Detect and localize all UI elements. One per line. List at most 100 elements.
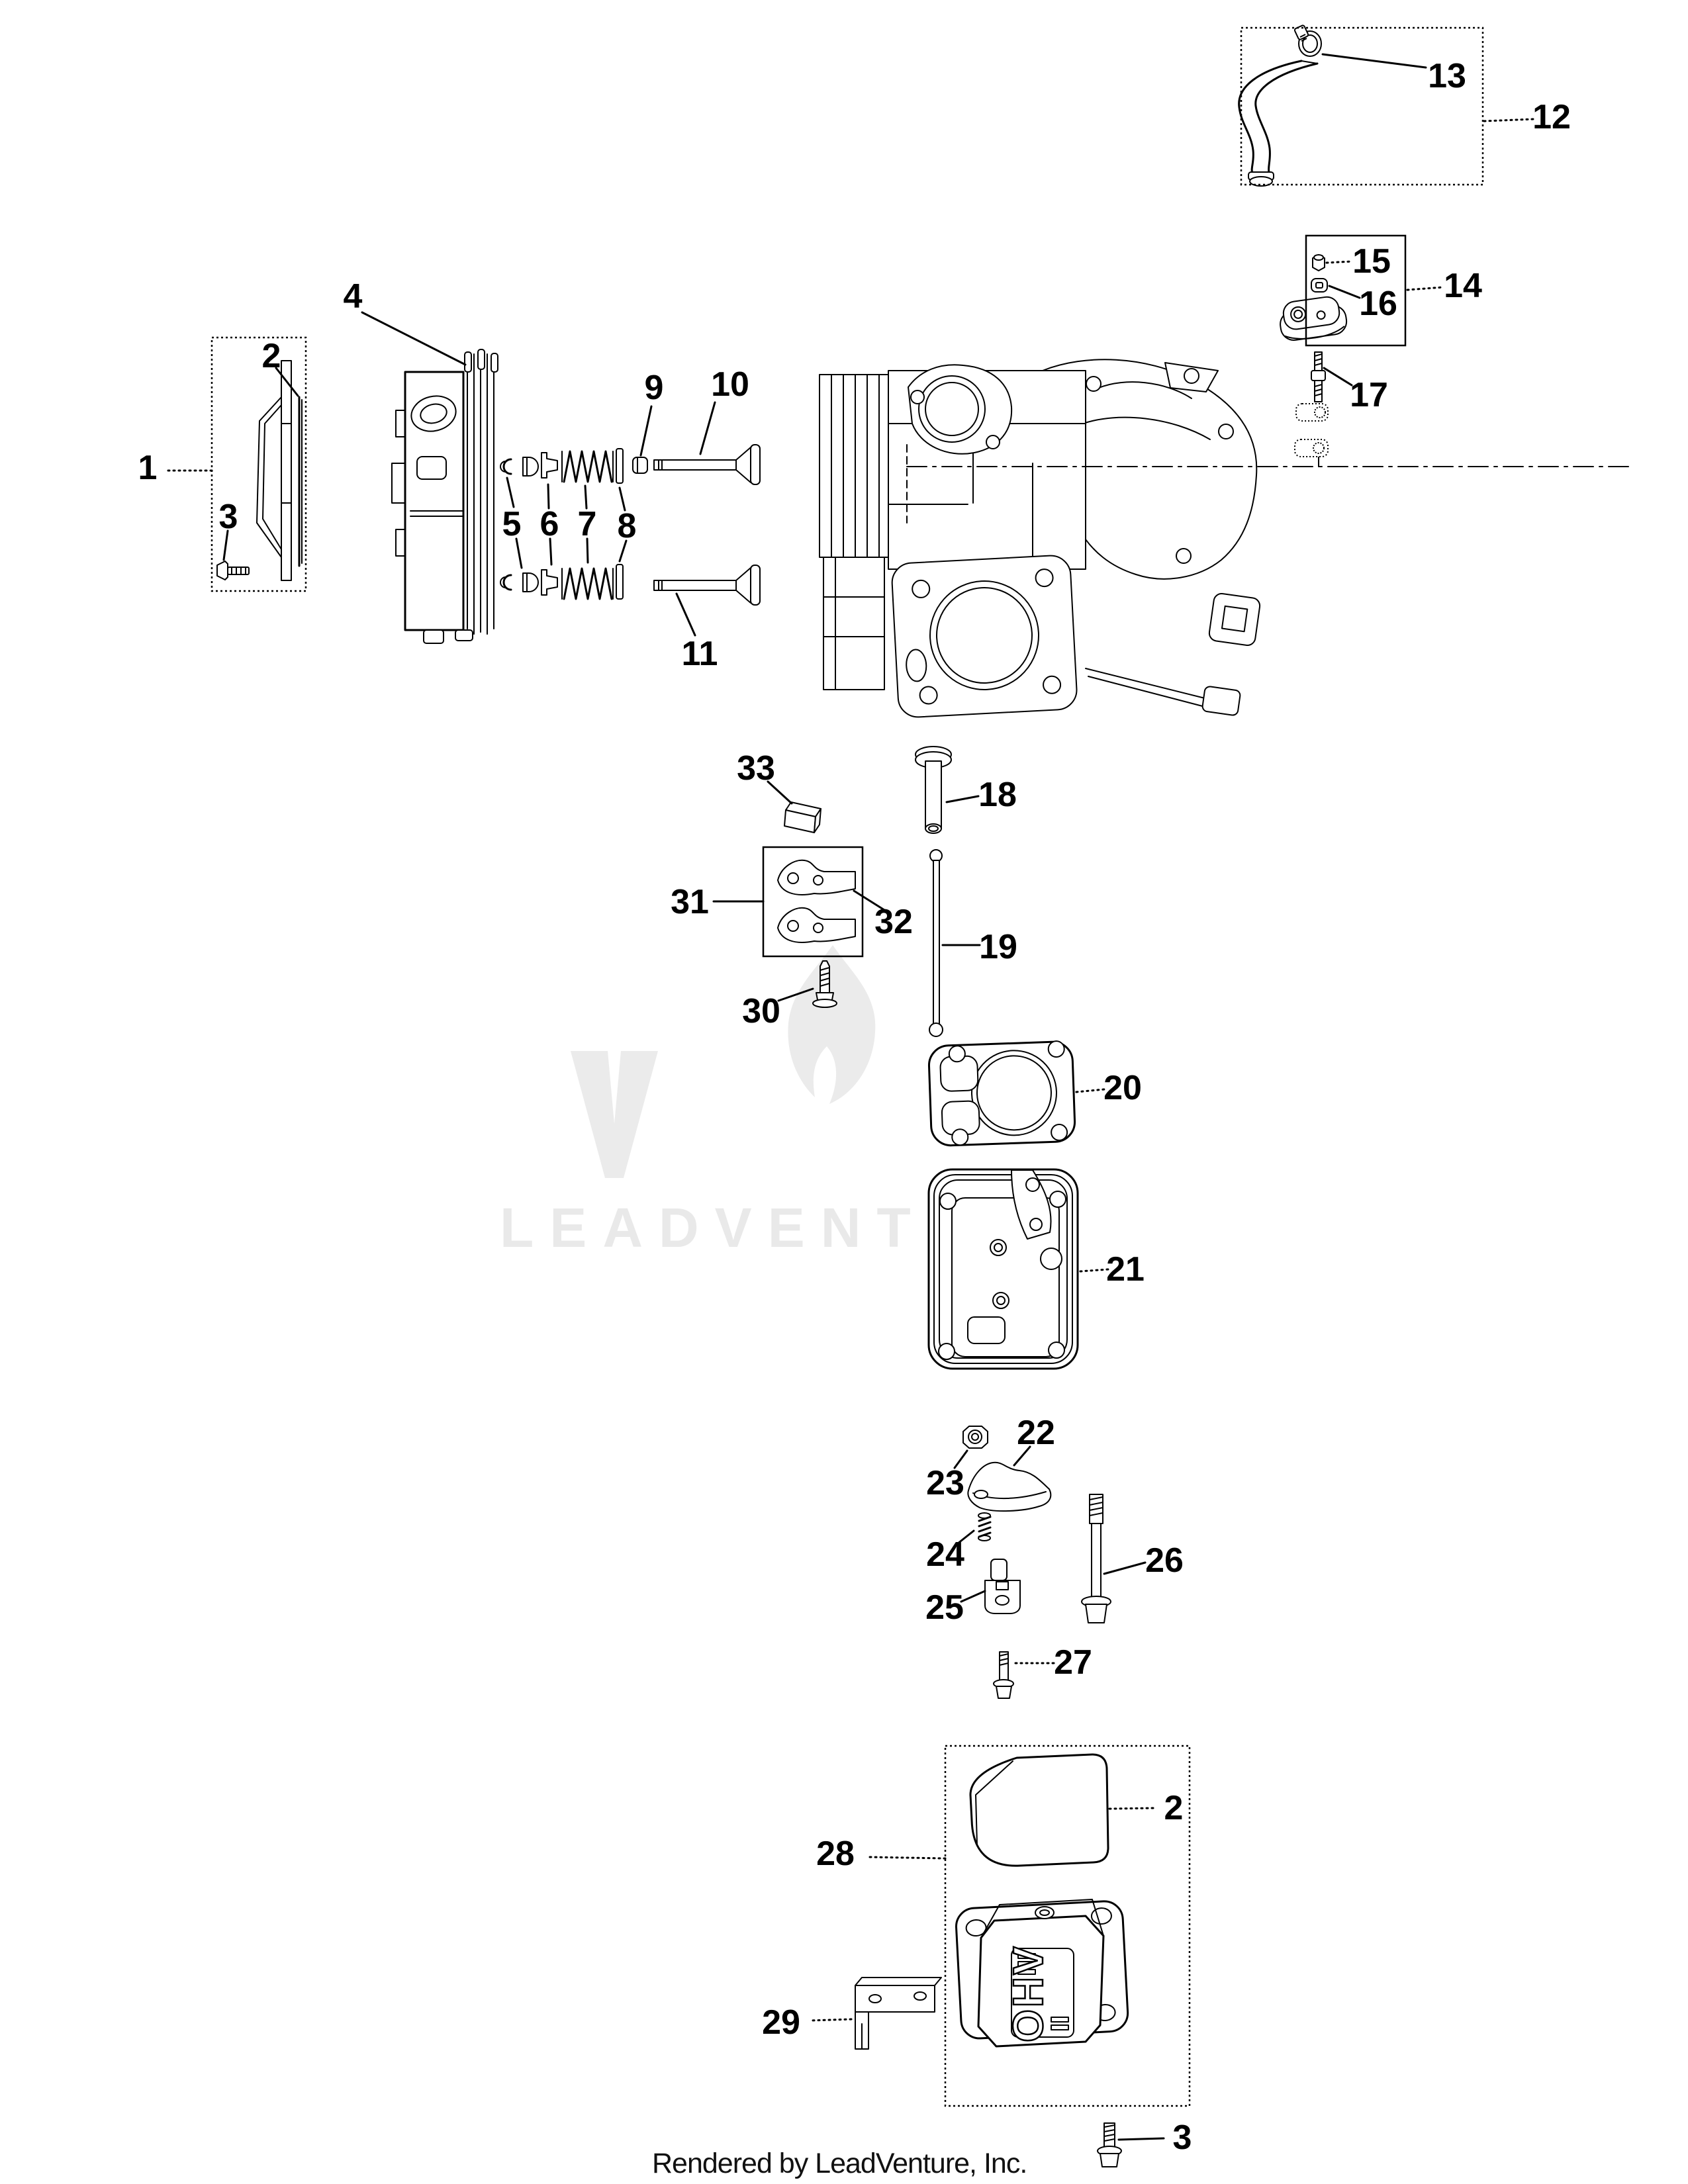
callout-20-19[interactable]: 20 [1103, 1069, 1142, 1107]
callout-19-18[interactable]: 19 [979, 928, 1017, 966]
leader-line-29 [1103, 1561, 1147, 1575]
leader-line-9 [586, 537, 589, 564]
callout-23-22[interactable]: 23 [926, 1464, 964, 1502]
leader-line-5 [515, 537, 523, 569]
leader-line-24 [1079, 1268, 1109, 1273]
leader-line-16 [1321, 53, 1427, 69]
callout-7-6[interactable]: 7 [578, 505, 597, 543]
leader-line-26 [953, 1449, 968, 1469]
group-box-14 [1305, 234, 1407, 347]
leader-line-7 [549, 537, 553, 566]
cover-bolt-bottom-drawing [1097, 2122, 1122, 2167]
callout-6-5[interactable]: 6 [540, 505, 559, 543]
valve-cover-side-drawing [256, 360, 292, 581]
callout-16-15[interactable]: 16 [1359, 285, 1397, 323]
leader-line-27 [957, 1529, 975, 1545]
leader-line-6 [547, 483, 550, 510]
leader-line-18 [1325, 260, 1353, 264]
callout-22-21[interactable]: 22 [1017, 1414, 1055, 1452]
callout-33-34[interactable]: 33 [737, 749, 775, 788]
adjuster-spring-drawing [978, 1512, 992, 1541]
push-rod-drawing [929, 849, 943, 1037]
valve-cover-gasket-drawing [969, 1753, 1109, 1867]
crankcase-drawing [819, 359, 1261, 718]
head-bolt-long-drawing [1081, 1494, 1111, 1623]
spring-retainer-drawing [541, 452, 558, 596]
callout-17-16[interactable]: 17 [1350, 376, 1388, 414]
leader-line-38 [767, 780, 793, 805]
callout-24-23[interactable]: 24 [926, 1535, 964, 1574]
breather-grommet-drawing [1311, 278, 1328, 293]
callout-15-14[interactable]: 15 [1352, 242, 1391, 281]
callout-11-10[interactable]: 11 [682, 635, 718, 673]
breather-cover-drawing [1280, 296, 1348, 341]
leader-line-14 [675, 592, 696, 637]
group-box-1 [211, 336, 307, 592]
spring-seat-drawing [616, 448, 624, 600]
leader-line-33 [1108, 1807, 1154, 1810]
leader-line-28 [960, 1590, 986, 1603]
watermark-v-icon [571, 1051, 658, 1178]
cylinder-head-side-drawing [391, 349, 498, 644]
breather-hose-drawing [1238, 60, 1319, 187]
leader-line-17 [1406, 286, 1444, 291]
leader-line-23 [1075, 1088, 1105, 1093]
rocker-nut-drawing [962, 1426, 988, 1449]
callout-21-20[interactable]: 21 [1106, 1250, 1145, 1289]
callout-26-25[interactable]: 26 [1145, 1541, 1184, 1580]
callout-31-32[interactable]: 31 [671, 883, 709, 921]
callout-9-8[interactable]: 9 [645, 369, 664, 407]
exhaust-valve-drawing [653, 565, 761, 606]
callout-32-33[interactable]: 32 [874, 903, 913, 941]
callout-28-27[interactable]: 28 [816, 1835, 855, 1873]
callout-2-29[interactable]: 2 [1164, 1789, 1184, 1827]
callout-3-30[interactable]: 3 [1173, 2118, 1192, 2157]
callout-14-13[interactable]: 14 [1444, 267, 1482, 305]
rocker-screw-drawing [812, 960, 837, 1008]
valve-keepers-drawing [500, 457, 539, 592]
leader-line-15 [1483, 118, 1534, 122]
leader-line-37 [853, 889, 886, 911]
leader-line-1 [275, 367, 299, 397]
leader-line-25 [1013, 1445, 1031, 1467]
group-box-28 [944, 1745, 1191, 2107]
woodruff-key-drawing [784, 801, 821, 833]
rocker-pivot-drawing [984, 1559, 1021, 1614]
cover-gasket-edge-drawing [298, 396, 303, 567]
hose-clamp-drawing [1293, 24, 1322, 57]
callout-3-2[interactable]: 3 [219, 498, 238, 536]
ohv-valve-cover-drawing: OHV [955, 1899, 1129, 2048]
callout-18-17[interactable]: 18 [978, 776, 1017, 814]
watermark-flame-icon [788, 945, 876, 1104]
cover-bracket-drawing [855, 1977, 942, 2050]
callout-4-3[interactable]: 4 [344, 277, 363, 316]
cover-bolt-short-drawing [993, 1651, 1014, 1699]
leader-line-35 [777, 987, 814, 1002]
leader-line-8 [584, 484, 588, 510]
callout-8-7[interactable]: 8 [618, 507, 637, 545]
rocker-plate-drawing [967, 1461, 1052, 1512]
leader-line-2 [222, 529, 229, 561]
callout-1-0[interactable]: 1 [138, 449, 158, 487]
footer-credit: Rendered by LeadVenture, Inc. [652, 2148, 1027, 2179]
callout-29-28[interactable]: 29 [762, 2003, 800, 2042]
callout-10-9[interactable]: 10 [711, 365, 749, 404]
callout-27-26[interactable]: 27 [1054, 1643, 1092, 1682]
callout-5-4[interactable]: 5 [502, 505, 522, 543]
callout-13-12[interactable]: 13 [1428, 57, 1466, 95]
leader-line-13 [699, 401, 716, 455]
leader-line-19 [1328, 285, 1361, 299]
leader-line-3 [361, 311, 467, 366]
callout-2-1[interactable]: 2 [262, 337, 281, 375]
intake-valve-drawing [653, 444, 761, 485]
callout-30-31[interactable]: 30 [742, 992, 780, 1030]
callout-12-11[interactable]: 12 [1532, 98, 1571, 136]
group-box-12 [1240, 26, 1484, 186]
valve-stem-cap-drawing [632, 457, 648, 474]
rocker-arms-drawing [777, 859, 856, 943]
callout-25-24[interactable]: 25 [925, 1588, 964, 1627]
leader-line-12 [639, 405, 653, 457]
breather-nut-drawing [1312, 254, 1325, 271]
leader-line-34 [1117, 2137, 1165, 2141]
